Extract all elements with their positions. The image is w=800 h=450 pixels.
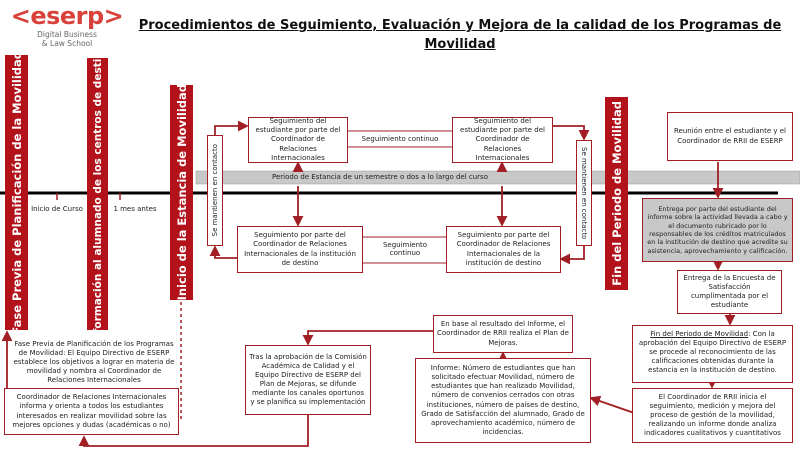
stay-link-top: Seguimiento continuo [361, 135, 439, 143]
fin-periodo-heading: Fin del Periodo de Movilidad [650, 330, 749, 338]
plan-mejoras-box: En base al resultado del Informe, el Coo… [433, 315, 573, 353]
tick-label-1-mes-antes: 1 mes antes [113, 205, 157, 213]
entrega-informe-box: Entrega por parte del estudiante del inf… [642, 198, 793, 262]
informe-box: Informe: Número de estudiantes que han s… [415, 358, 591, 443]
phase-inicio: Inicio de la Estancia de Movilidad [170, 84, 193, 301]
stay-box-bottom-left: Seguimiento por parte del Coordinador de… [237, 226, 363, 273]
aprobacion-box: Tras la aprobación de la Comisión Académ… [245, 345, 371, 415]
encuesta-box: Entrega de la Encuesta de Satisfacción c… [677, 270, 782, 314]
stay-link-bottom: Seguimiento continuo [382, 241, 428, 257]
logo-subtitle-1: Digital Business [37, 30, 97, 39]
coordinador-seguimiento-box: El Coordinador de RRII inicia el seguimi… [632, 388, 793, 443]
fase-previa-text: Fase Previa de Planificación de los Prog… [13, 340, 175, 385]
phase-fin: Fin del Periodo de Movilidad [605, 97, 628, 290]
fin-periodo-text: : Con la aprobación del Equipo Directivo… [638, 330, 787, 375]
tick-label-inicio-curso: Inicio de Curso [31, 205, 83, 213]
stay-box-top-right: Seguimiento del estudiante por parte del… [452, 117, 553, 163]
logo: <eserp> Digital Business & Law School [6, 2, 128, 48]
stay-box-top-left: Seguimiento del estudiante por parte del… [248, 117, 348, 163]
contact-box-right: Se mantienen en contacto [576, 140, 592, 246]
phase-informacion: Información al alumnado de los centros d… [87, 44, 108, 344]
title-line-2: Movilidad [424, 37, 496, 52]
page-title: Procedimientos de Seguimiento, Evaluació… [130, 16, 790, 54]
coordinador-orienta-box: Coordinador de Relaciones Internacionale… [4, 388, 179, 435]
contact-box-left: Se mantienen en contacto [207, 135, 223, 246]
title-line-1: Procedimientos de Seguimiento, Evaluació… [138, 18, 782, 33]
reunion-box: Reunión entre el estudiante y el Coordin… [667, 112, 793, 161]
stay-period-label: Periodo de Estancia de un semestre o dos… [272, 173, 488, 181]
stay-box-bottom-right: Seguimiento por parte del Coordinador de… [446, 226, 561, 273]
logo-brand: <eserp> [10, 2, 124, 30]
phase-fase-previa: Fase Previa de Planificación de la Movil… [5, 51, 28, 334]
fin-periodo-box: Fin del Periodo de Movilidad: Con la apr… [632, 325, 793, 383]
logo-subtitle-2: & Law School [41, 39, 93, 48]
